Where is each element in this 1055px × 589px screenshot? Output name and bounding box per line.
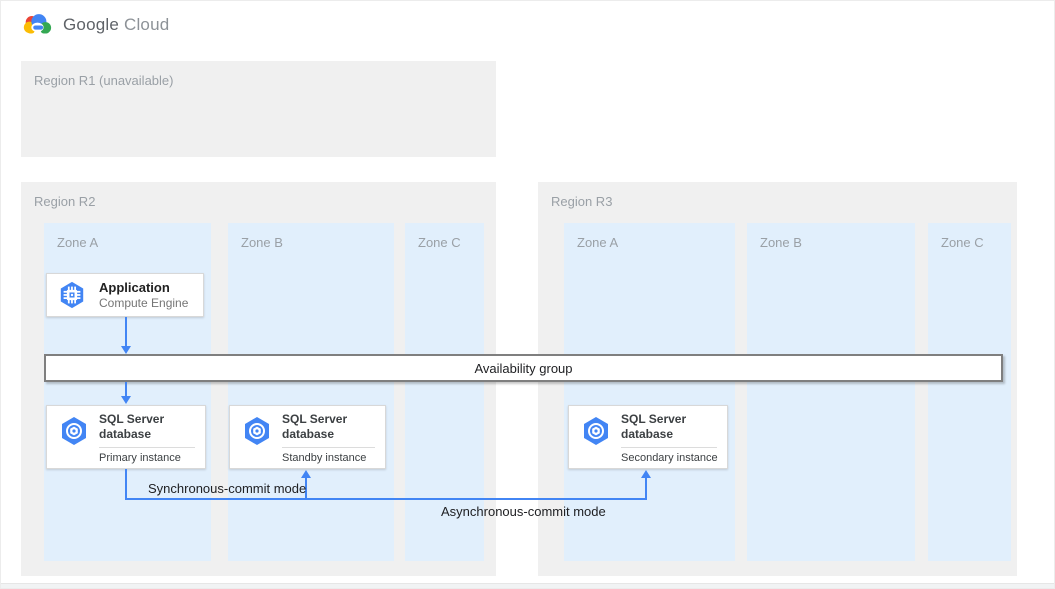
primary-db-title: SQL Server database — [99, 412, 165, 441]
application-title: Application — [99, 279, 170, 295]
region-r1-label: Region R1 (unavailable) — [34, 73, 174, 88]
connector-to-secondary — [645, 478, 647, 498]
brand-text: Google Cloud — [63, 15, 169, 35]
availability-group-bar: Availability group — [44, 354, 1003, 382]
standby-db-node: SQL Server database Standby instance — [229, 405, 386, 469]
secondary-db-node: SQL Server database Secondary instance — [568, 405, 728, 469]
region-r3-label: Region R3 — [551, 194, 613, 209]
region-r2-zone-c: Zone C — [405, 223, 484, 561]
standby-db-title: SQL Server database — [282, 412, 348, 441]
region-r3-zone-c: Zone C — [928, 223, 1011, 561]
brand-google: Google — [63, 14, 120, 34]
primary-db-node: SQL Server database Primary instance — [46, 405, 206, 469]
sql-server-icon — [584, 417, 608, 445]
header: Google Cloud — [1, 1, 1054, 49]
arrowhead-down-icon — [121, 346, 131, 354]
arrow-group-to-primary — [125, 382, 127, 397]
zone-label: Zone C — [941, 235, 984, 250]
connector-primary-down — [125, 469, 127, 500]
zone-label: Zone A — [577, 235, 619, 250]
arrowhead-down-icon — [121, 396, 131, 404]
secondary-db-instance: Secondary instance — [621, 452, 718, 464]
zone-label: Zone A — [57, 235, 99, 250]
async-commit-label: Asynchronous-commit mode — [441, 504, 606, 519]
availability-group-label: Availability group — [474, 360, 573, 376]
zone-label: Zone B — [760, 235, 802, 250]
sql-server-icon — [62, 417, 86, 445]
zone-label: Zone B — [241, 235, 283, 250]
secondary-db-title: SQL Server database — [621, 412, 687, 441]
region-r2-zone-b: Zone B — [228, 223, 394, 561]
sql-server-icon — [245, 417, 269, 445]
bottom-strip — [1, 583, 1054, 588]
region-r3: Region R3 Zone A Zone B Zone C — [538, 182, 1017, 576]
arrow-app-to-group — [125, 317, 127, 348]
connector-to-standby — [305, 478, 307, 498]
region-r3-zone-b: Zone B — [747, 223, 915, 561]
region-r3-zone-a: Zone A — [564, 223, 735, 561]
arrowhead-up-icon — [641, 470, 651, 478]
divider — [621, 447, 717, 448]
google-cloud-logo: Google Cloud — [21, 13, 169, 36]
application-node: Application Compute Engine — [46, 273, 204, 317]
region-r1: Region R1 (unavailable) — [21, 61, 496, 157]
sync-commit-label: Synchronous-commit mode — [148, 481, 307, 496]
compute-engine-icon — [60, 281, 84, 309]
connector-horizontal — [125, 498, 647, 500]
divider — [282, 447, 375, 448]
region-r2-label: Region R2 — [34, 194, 96, 209]
google-cloud-cloud-icon — [23, 14, 52, 34]
divider — [99, 447, 195, 448]
zone-label: Zone C — [418, 235, 461, 250]
standby-db-instance: Standby instance — [282, 452, 367, 464]
application-subtitle: Compute Engine — [99, 295, 189, 310]
brand-cloud: Cloud — [123, 14, 170, 34]
arrowhead-up-icon — [301, 470, 311, 478]
primary-db-instance: Primary instance — [99, 452, 181, 464]
